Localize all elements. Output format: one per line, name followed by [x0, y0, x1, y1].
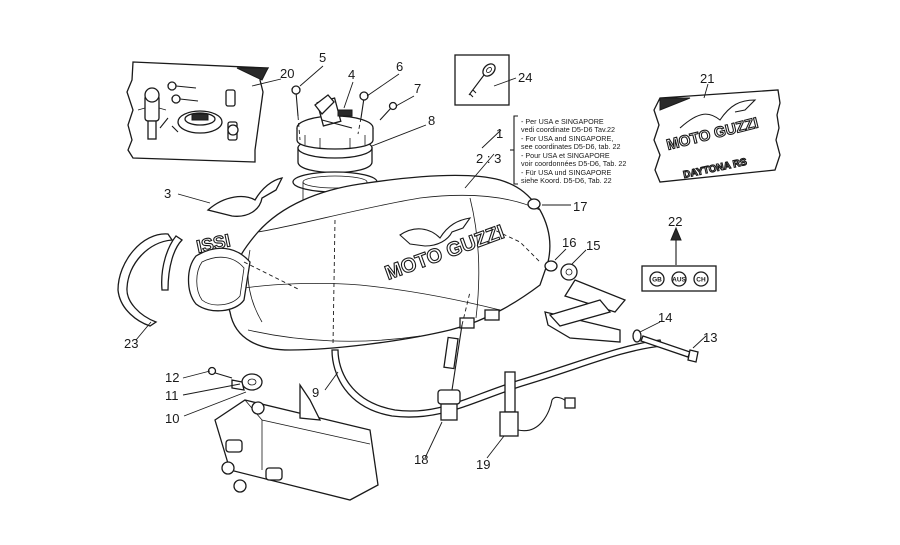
- callout-9: 9: [312, 385, 319, 400]
- note-line-7: - Für USA und SINGAPORE: [521, 168, 611, 177]
- screw-6: [359, 91, 369, 119]
- fuel-valve-18: [437, 324, 463, 421]
- fuel-cap-mini: [177, 110, 223, 134]
- fuel-sensor-19: [499, 371, 576, 437]
- callout-23: 23: [124, 336, 138, 351]
- badge-ch: CH: [696, 277, 706, 284]
- bolt-13: [640, 335, 699, 363]
- bush-17: [527, 198, 541, 210]
- fuel-tank: MOTO GUZZI: [226, 174, 551, 351]
- decal-bag: MOTO GUZZI DAYTONA RS: [653, 89, 781, 183]
- callout-20: 20: [280, 66, 294, 81]
- note-line-1: - Per USA e SINGAPORE: [521, 117, 604, 126]
- screw-7: [379, 101, 398, 121]
- callout-2-3: 2 : 3: [476, 151, 501, 166]
- callout-4: 4: [348, 67, 355, 82]
- key-box: [454, 54, 510, 106]
- note-line-3: - For USA and SINGAPORE,: [521, 134, 613, 143]
- note-line-8: siehe Koord. D5-D6, Tab. 22: [521, 176, 612, 185]
- callout-labels: 1 2 : 3 3 4 5 6 7 8 9 10 11 12 13 14 15 …: [124, 50, 717, 472]
- callout-13: 13: [703, 330, 717, 345]
- note-line-6: voir coordonnées D5-D6, Tab. 22: [521, 159, 626, 168]
- callout-24: 24: [518, 70, 532, 85]
- callout-3: 3: [164, 186, 171, 201]
- note-line-5: - Pour USA et SINGAPORE: [521, 151, 610, 160]
- badge-aus: AUS: [672, 277, 686, 284]
- callout-14: 14: [658, 310, 672, 325]
- callout-18: 18: [414, 452, 428, 467]
- screw-5: [291, 85, 301, 117]
- callout-16: 16: [562, 235, 576, 250]
- spacer-16: [544, 260, 558, 272]
- callout-10: 10: [165, 411, 179, 426]
- mount-bracket: [214, 382, 379, 501]
- bush-15: [560, 263, 578, 281]
- rear-bracket: [544, 279, 627, 343]
- assembly-lines: [243, 115, 541, 346]
- knee-pad-rubbers: [187, 247, 251, 312]
- callout-15: 15: [586, 238, 600, 253]
- ignition-lock: [137, 87, 167, 140]
- screw-12: [207, 366, 233, 379]
- keys-mini: [159, 81, 199, 133]
- callout-22: 22: [668, 214, 682, 229]
- callout-11: 11: [165, 388, 179, 403]
- seal-strip: [117, 233, 184, 327]
- fuel-cap-assembly: [296, 94, 374, 174]
- washer-14: [632, 329, 642, 343]
- callout-7: 7: [414, 81, 421, 96]
- usa-singapore-note: - Per USA e SINGAPORE vedi coordinate D5…: [510, 115, 626, 185]
- key-icon: [468, 63, 496, 98]
- rubber-bush-11: [231, 373, 263, 391]
- leader-lines: [135, 65, 709, 459]
- callout-6: 6: [396, 59, 403, 74]
- country-badge-box: GB AUS CH: [641, 226, 717, 292]
- callout-1: 1: [496, 126, 503, 141]
- note-line-2: vedi coordinate D5-D6 Tav.22: [521, 125, 615, 134]
- badge-gb: GB: [652, 277, 662, 284]
- callout-19: 19: [476, 457, 490, 472]
- lock-set-bag: [126, 61, 270, 163]
- seat-lock: [225, 89, 239, 141]
- callout-8: 8: [428, 113, 435, 128]
- tank-logo-eagle: [399, 217, 472, 247]
- callout-21: 21: [700, 71, 714, 86]
- callout-17: 17: [573, 199, 587, 214]
- callout-5: 5: [319, 50, 326, 65]
- callout-12: 12: [165, 370, 179, 385]
- note-line-4: see coordinates D5-D6, tab. 22: [521, 142, 621, 151]
- hose: [331, 339, 663, 418]
